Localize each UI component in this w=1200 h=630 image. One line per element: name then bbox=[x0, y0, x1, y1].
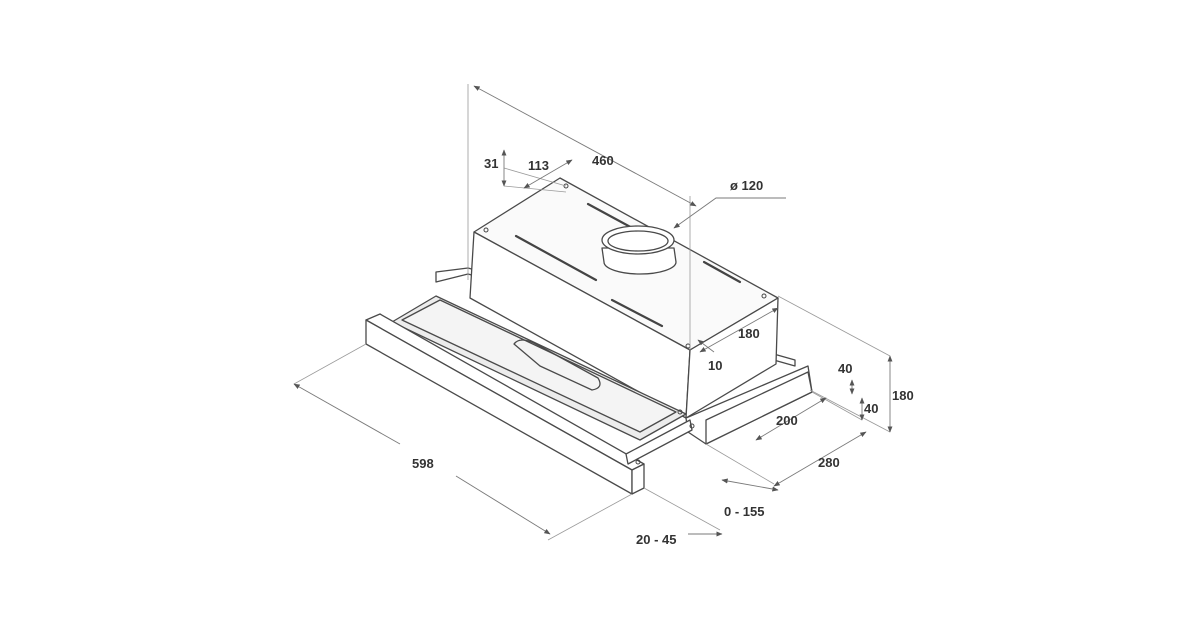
dim-line-10 bbox=[697, 339, 715, 353]
screw bbox=[689, 423, 695, 429]
label-40a: 40 bbox=[838, 361, 852, 376]
dimension-labels: 460 31 113 ø 120 180 10 180 40 40 200 28… bbox=[412, 153, 914, 547]
label-598: 598 bbox=[412, 456, 434, 471]
tray-side-rail bbox=[625, 419, 693, 465]
label-200: 200 bbox=[776, 413, 798, 428]
dim-line-113 bbox=[523, 159, 573, 189]
dim-line-598 bbox=[455, 475, 551, 535]
label-180-box: 180 bbox=[738, 326, 760, 341]
label-460: 460 bbox=[592, 153, 614, 168]
dim-line-280 bbox=[773, 431, 867, 487]
screw bbox=[483, 227, 489, 233]
label-113: 113 bbox=[528, 158, 549, 173]
vent-slot bbox=[514, 234, 598, 282]
front-visor-end bbox=[631, 463, 645, 495]
screw bbox=[761, 293, 767, 299]
label-40b: 40 bbox=[864, 401, 878, 416]
screw bbox=[635, 459, 641, 465]
label-20-45: 20 - 45 bbox=[636, 532, 676, 547]
label-10: 10 bbox=[708, 358, 722, 373]
label-31: 31 bbox=[484, 156, 498, 171]
label-duct-diameter: ø 120 bbox=[730, 178, 763, 193]
tray-handle-recess bbox=[513, 339, 601, 391]
dim-line-460 bbox=[473, 85, 697, 207]
dimension-lines bbox=[293, 85, 893, 537]
dim-line-200 bbox=[755, 397, 827, 441]
label-0-155: 0 - 155 bbox=[724, 504, 764, 519]
screw bbox=[677, 409, 683, 415]
vent-slot bbox=[610, 298, 664, 328]
label-180-height: 180 bbox=[892, 388, 914, 403]
leader-120 bbox=[673, 197, 786, 229]
dim-line-598 bbox=[293, 383, 401, 445]
vent-slot bbox=[702, 260, 742, 284]
vent-slot bbox=[586, 202, 638, 232]
label-280: 280 bbox=[818, 455, 840, 470]
dim-line-180-box bbox=[699, 307, 779, 353]
duct-collar bbox=[601, 225, 677, 275]
dim-line-0-155 bbox=[721, 478, 779, 492]
